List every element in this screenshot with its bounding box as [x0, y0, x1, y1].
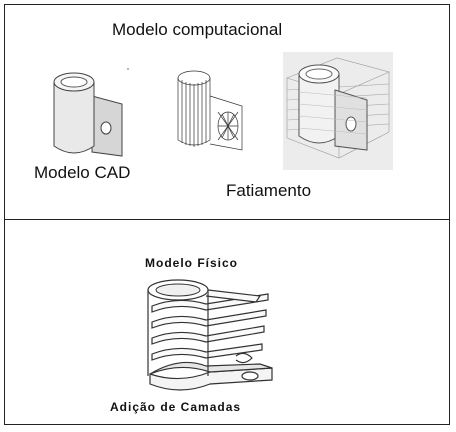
slicing-label: Fatiamento — [226, 181, 312, 200]
cad-model-label: Modelo CAD — [34, 163, 131, 182]
sliced-model-illustration — [283, 52, 393, 170]
computational-model-title: Modelo computacional — [112, 20, 283, 39]
figure-frame — [4, 4, 450, 425]
layered-physical-model-illustration — [140, 276, 290, 396]
wireframe-model-illustration — [177, 70, 243, 151]
panel-divider — [4, 219, 450, 220]
layer-addition-caption: Adição de Camadas — [110, 400, 242, 414]
physical-model-title: Modelo Físico — [145, 256, 239, 270]
cad-model-illustration — [53, 68, 129, 157]
